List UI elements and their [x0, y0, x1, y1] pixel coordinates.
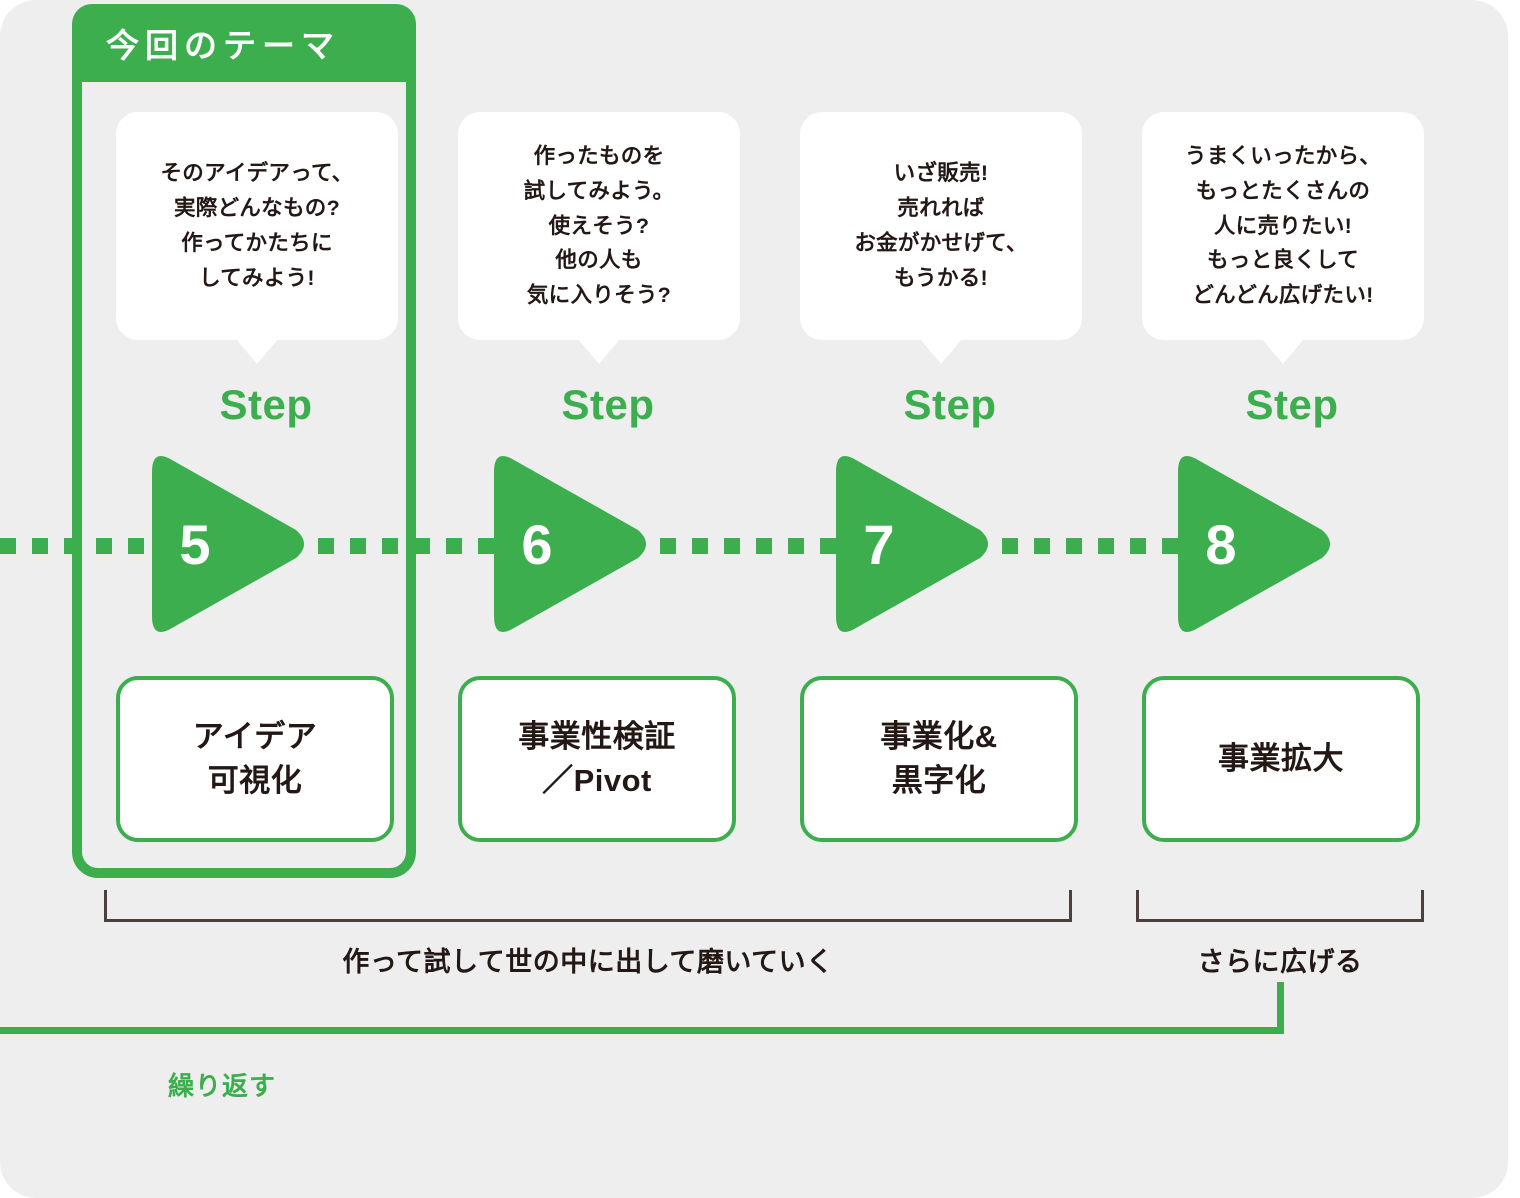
step-triangle-8: 8	[1156, 446, 1336, 642]
step-word-5: Step	[219, 381, 313, 428]
speech-bubble-7: いざ販売! 売れれば お金がかせげて、 もうかる!	[800, 112, 1082, 340]
connector-dots-6-7	[660, 538, 856, 554]
step-label-box-5[interactable]: アイデア 可視化	[116, 676, 394, 842]
speech-bubble-8: うまくいったから、 もっとたくさんの 人に売りたい! もっと良くして どんどん広…	[1142, 112, 1424, 340]
repeat-loop-horizontal-line	[0, 1027, 1284, 1034]
repeat-loop-vertical-line	[1277, 982, 1284, 1034]
step-label-box-6[interactable]: 事業性検証 ／Pivot	[458, 676, 736, 842]
step-number-5: 5	[179, 512, 211, 576]
step-triangle-5: 5	[130, 446, 310, 642]
speech-bubble-text-6: 作ったものを 試してみよう。 使えそう? 他の人も 気に入りそう?	[523, 143, 675, 308]
connector-dots-left	[0, 538, 180, 554]
step-number-8: 8	[1205, 512, 1237, 576]
speech-bubble-text-7: いざ販売! 売れれば お金がかせげて、 もうかる!	[854, 161, 1028, 290]
phase-bracket-label-build: 作って試して世の中に出して磨いていく	[342, 947, 834, 977]
step-label-text-6: 事業性検証 ／Pivot	[518, 718, 676, 798]
step-triangle-6: 6	[472, 446, 652, 642]
step-label-text-5: アイデア 可視化	[192, 718, 318, 798]
speech-bubble-tail-6	[578, 339, 620, 364]
phase-bracket-label-expand: さらに広げる	[1197, 947, 1363, 977]
speech-bubble-text-8: うまくいったから、 もっとたくさんの 人に売りたい! もっと良くして どんどん広…	[1184, 143, 1382, 308]
step-number-6: 6	[521, 512, 553, 576]
step-label-text-7: 事業化& 黒字化	[880, 718, 998, 798]
speech-bubble-text-5: そのアイデアって、 実際どんなもの? 作ってかたちに してみよう!	[160, 161, 354, 290]
speech-bubble-tail-7	[920, 339, 962, 364]
step-column-5[interactable]: そのアイデアって、 実際どんなもの? 作ってかたちに してみよう! Step 5…	[110, 0, 422, 1198]
current-theme-tab: 今回のテーマ	[72, 4, 416, 82]
connector-dots-7-8	[1002, 538, 1198, 554]
step-word-8: Step	[1245, 381, 1339, 428]
step-word-6: Step	[561, 381, 655, 428]
step-column-8[interactable]: うまくいったから、 もっとたくさんの 人に売りたい! もっと良くして どんどん広…	[1136, 0, 1448, 1198]
step-label-text-8: 事業拡大	[1218, 740, 1344, 776]
step-label-box-7[interactable]: 事業化& 黒字化	[800, 676, 1078, 842]
speech-bubble-5: そのアイデアって、 実際どんなもの? 作ってかたちに してみよう!	[116, 112, 398, 340]
step-column-7[interactable]: いざ販売! 売れれば お金がかせげて、 もうかる! Step 7 事業化& 黒字…	[794, 0, 1106, 1198]
current-theme-highlight-frame	[72, 4, 416, 878]
step-word-7: Step	[903, 381, 997, 428]
step-label-box-8[interactable]: 事業拡大	[1142, 676, 1420, 842]
step-triangle-7: 7	[814, 446, 994, 642]
speech-bubble-tail-8	[1262, 339, 1304, 364]
speech-bubble-tail-5	[236, 339, 278, 364]
speech-bubble-6: 作ったものを 試してみよう。 使えそう? 他の人も 気に入りそう?	[458, 112, 740, 340]
step-number-7: 7	[863, 512, 895, 576]
current-theme-label: 今回のテーマ	[106, 27, 340, 64]
repeat-loop-label: 繰り返す	[168, 1071, 277, 1101]
step-column-6[interactable]: 作ったものを 試してみよう。 使えそう? 他の人も 気に入りそう? Step 6…	[452, 0, 764, 1198]
phase-bracket-expand	[1136, 890, 1424, 922]
phase-bracket-build	[104, 890, 1072, 922]
